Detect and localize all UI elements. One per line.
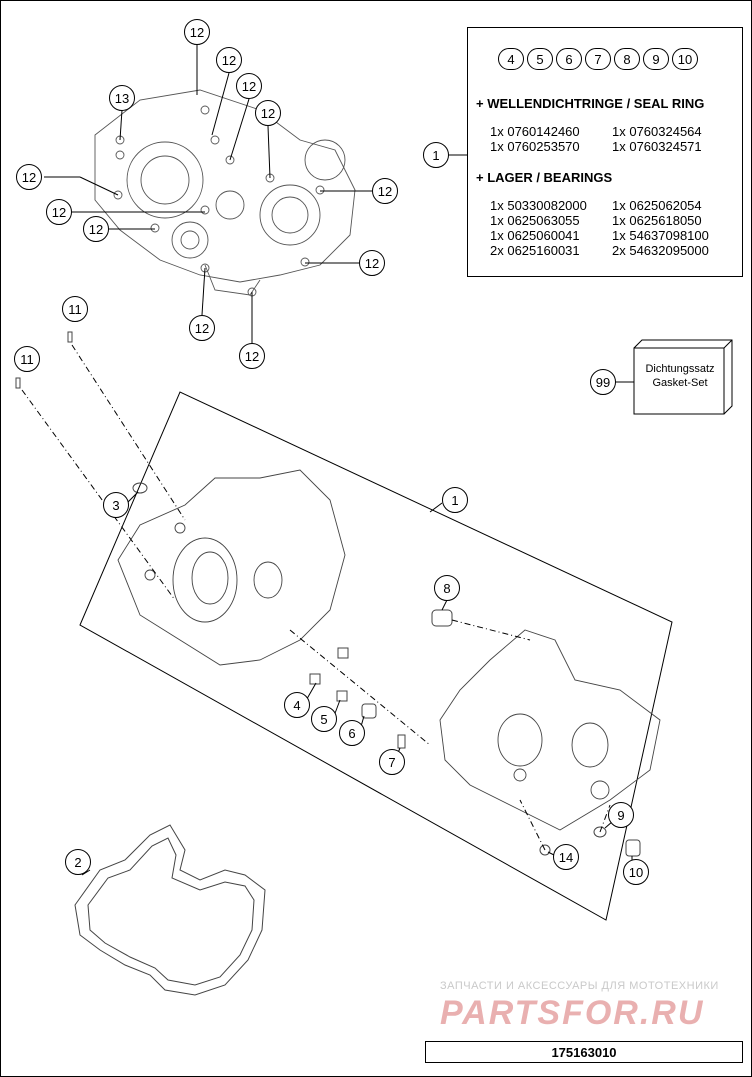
included-items-row: 4 5 6 7 8 9 10 [498,48,698,70]
part-number: 1x 0760324571 [612,139,702,154]
part-number: 1x 0760324564 [612,124,702,139]
part-number: 2x 0625160031 [490,243,580,258]
item-pill[interactable]: 5 [527,48,553,70]
part-number: 1x 54637098100 [612,228,709,243]
item-pill[interactable]: 8 [614,48,640,70]
part-number: 1x 0625060041 [490,228,580,243]
callout-12[interactable]: 12 [372,178,398,204]
callout-13[interactable]: 13 [109,85,135,111]
gasket-set-line1: Dichtungssatz [645,363,715,375]
overview-crankcase-drawing [94,89,356,297]
callout-10[interactable]: 10 [623,859,649,885]
callout-99[interactable]: 99 [590,369,616,395]
item-pill[interactable]: 9 [643,48,669,70]
gasket-set-line2: Gasket-Set [652,377,708,389]
callout-12[interactable]: 12 [184,19,210,45]
watermark-tagline: ЗАПЧАСТИ И АКСЕССУАРЫ ДЛЯ МОТОТЕХНИКИ [440,980,719,992]
callout-12[interactable]: 12 [216,47,242,73]
part-number: 1x 50330082000 [490,198,587,213]
callout-9[interactable]: 9 [608,802,634,828]
left-crankcase-half [117,469,346,666]
callout-12[interactable]: 12 [236,73,262,99]
bearings-list: 1x 50330082000 1x 0625062054 1x 06250630… [490,198,752,258]
callout-11[interactable]: 11 [14,346,40,372]
callout-6[interactable]: 6 [339,720,365,746]
item-pill[interactable]: 10 [672,48,698,70]
part-number: 1x 0625063055 [490,213,580,228]
document-number: 175163010 [425,1041,743,1063]
right-crankcase-half [439,629,661,831]
part-number: 1x 0625618050 [612,213,702,228]
callout-12[interactable]: 12 [16,164,42,190]
callout-12[interactable]: 12 [255,100,281,126]
callout-12[interactable]: 12 [239,343,265,369]
item-pill[interactable]: 4 [498,48,524,70]
assembly-dashed-lines [21,344,611,851]
callout-1-assembly[interactable]: 1 [442,487,468,513]
lower-leader-lines [124,491,633,860]
callout-8[interactable]: 8 [434,575,460,601]
parts-info-box: 4 5 6 7 8 9 10 + WELLENDICHTRINGE / SEAL… [467,27,743,277]
callout-12[interactable]: 12 [189,315,215,341]
gasket-set-box [633,339,733,415]
gasket-set-label: Dichtungssatz Gasket-Set [638,362,722,390]
bearings-header: + LAGER / BEARINGS [476,170,613,185]
item-pill[interactable]: 7 [585,48,611,70]
callout-4[interactable]: 4 [284,692,310,718]
callout-2[interactable]: 2 [65,849,91,875]
part-number: 2x 54632095000 [612,243,709,258]
callout-3[interactable]: 3 [103,492,129,518]
callout-7[interactable]: 7 [379,749,405,775]
gasket-leader [81,869,91,876]
callout-1-info[interactable]: 1 [423,142,449,168]
overview-leader-lines [44,45,372,343]
assembly-outline [79,391,673,921]
small-parts [132,482,641,857]
part-number: 1x 0760142460 [490,124,580,139]
callout-11[interactable]: 11 [62,296,88,322]
callout-12[interactable]: 12 [46,199,72,225]
callout-14[interactable]: 14 [553,844,579,870]
part-number: 1x 0760253570 [490,139,580,154]
gasket-outline [74,824,266,996]
watermark-logo: PARTSFOR.RU [440,994,705,1032]
callout-12[interactable]: 12 [359,250,385,276]
item-pill[interactable]: 6 [556,48,582,70]
dowel-pins [15,331,73,389]
callout-12[interactable]: 12 [83,216,109,242]
seal-ring-list: 1x 0760142460 1x 0760324564 1x 076025357… [490,124,752,154]
callout-5[interactable]: 5 [311,706,337,732]
part-number: 1x 0625062054 [612,198,702,213]
seal-ring-header: + WELLENDICHTRINGE / SEAL RING [476,96,705,111]
